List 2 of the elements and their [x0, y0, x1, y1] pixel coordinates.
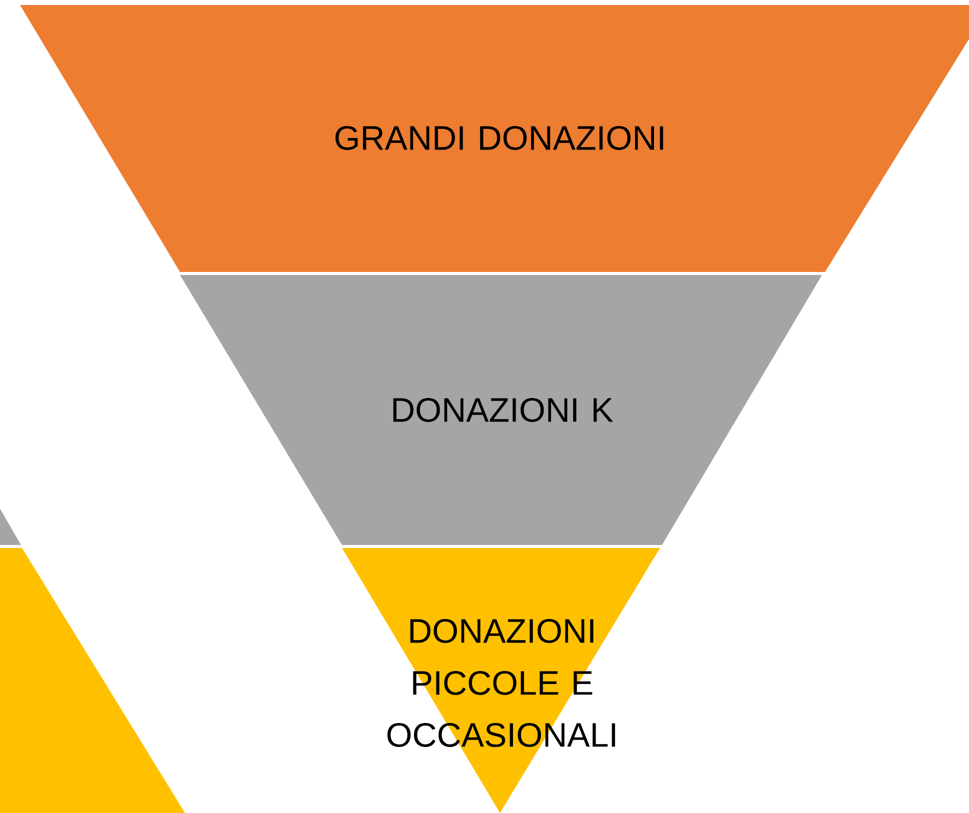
- funnel-top-band: GRANDI DONAZIONI: [20, 4, 969, 272]
- funnel-middle-band: DONAZIONI K: [180, 275, 822, 545]
